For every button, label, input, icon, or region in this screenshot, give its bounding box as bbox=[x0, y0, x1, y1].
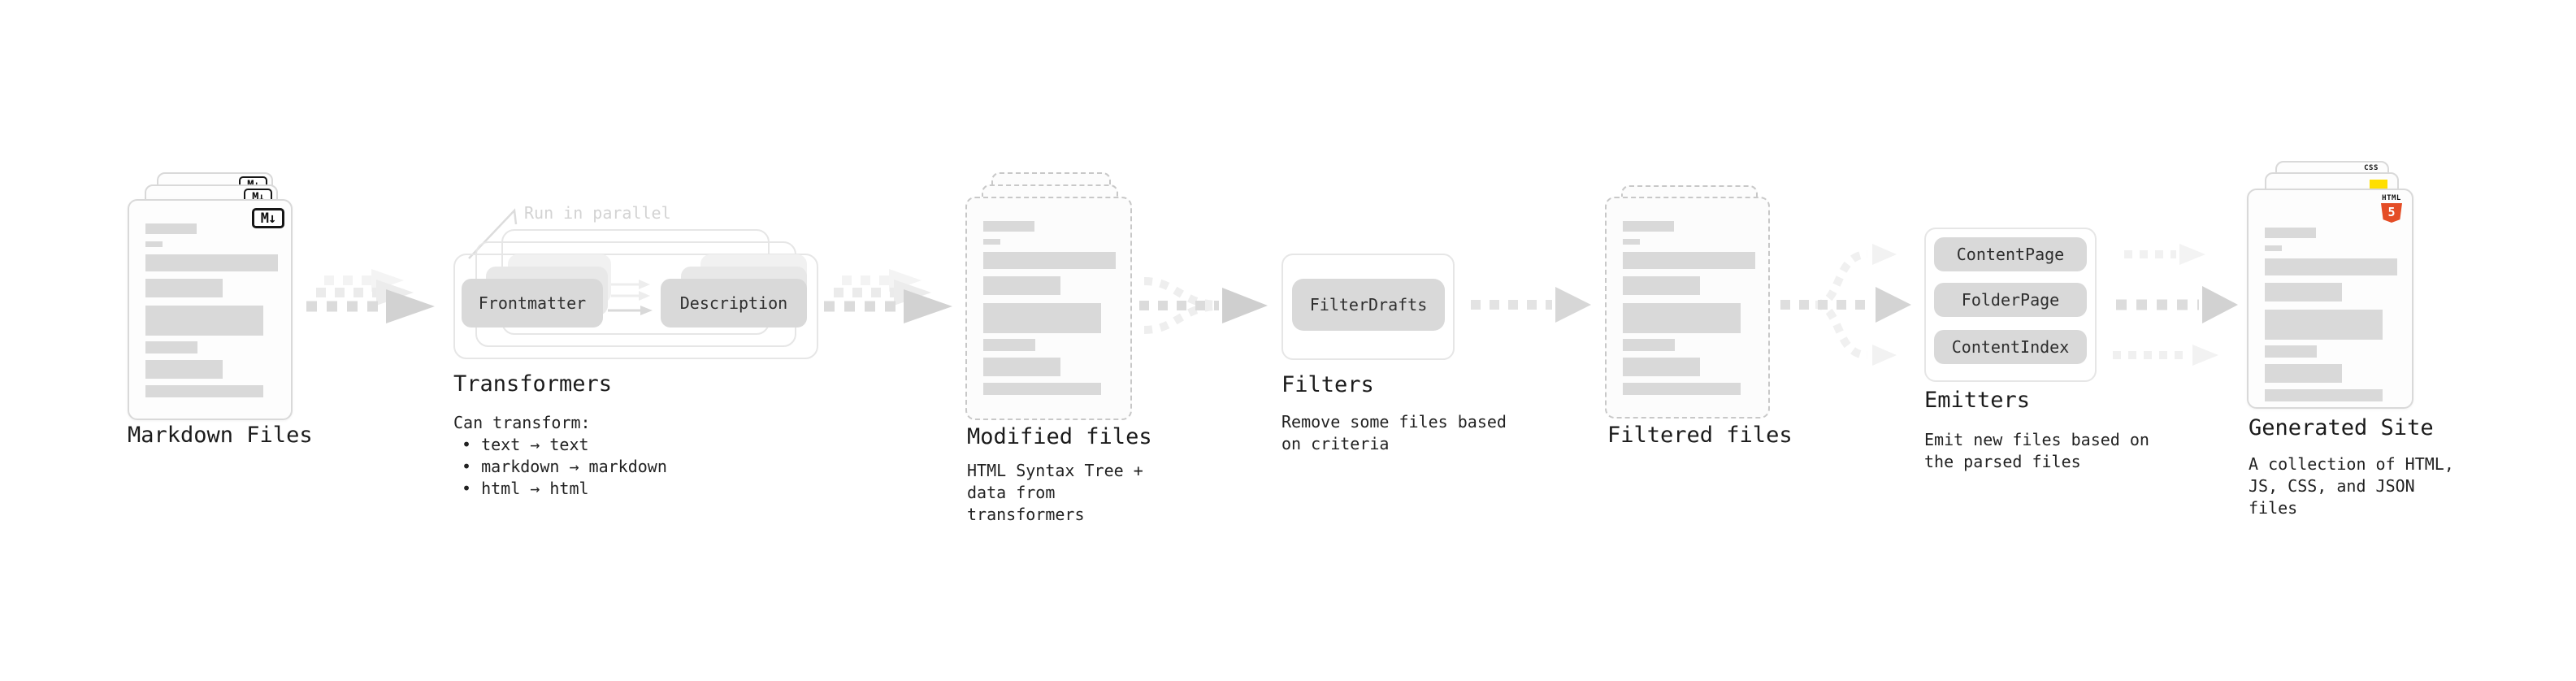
stage-title-modified-files: Modified files bbox=[967, 424, 1152, 449]
stage-markdown-files: M↓ M↓ M↓ Markdown Files bbox=[128, 172, 314, 465]
stage-title-filters: Filters bbox=[1281, 372, 1374, 397]
arrow-transformers-to-modified bbox=[824, 269, 952, 323]
stage-generated-site: CSS HTML 5 Generated Site A collection o… bbox=[2247, 161, 2458, 518]
stage-title-emitters: Emitters bbox=[1924, 388, 2031, 413]
stage-filtered-files: Filtered files bbox=[1605, 185, 1800, 478]
transformers-caption: Can transform: • text → text • markdown … bbox=[453, 412, 667, 500]
modified-file-card-front bbox=[965, 197, 1132, 420]
filters-caption: Remove some files based on criteria bbox=[1281, 412, 1507, 453]
emitters-caption: Emit new files based on the parsed files bbox=[1924, 430, 2149, 471]
arrow-filters-to-filtered bbox=[1471, 287, 1591, 323]
node-frontmatter: Frontmatter bbox=[462, 279, 603, 327]
stage-emitters: ContentPage FolderPage ContentIndex Emit… bbox=[1924, 228, 2160, 488]
doc-content-placeholder bbox=[983, 221, 1116, 402]
generated-site-caption: A collection of HTML, JS, CSS, and JSON … bbox=[2249, 454, 2454, 518]
node-filterdrafts: FilterDrafts bbox=[1292, 279, 1445, 331]
doc-content-placeholder bbox=[2265, 228, 2397, 409]
markdown-icon: M↓ bbox=[252, 208, 284, 228]
caption-heading: Can transform: bbox=[453, 413, 591, 432]
arrow-modified-to-filters bbox=[1139, 277, 1268, 334]
stage-title-markdown-files: Markdown Files bbox=[128, 423, 313, 448]
stage-title-filtered-files: Filtered files bbox=[1607, 423, 1793, 448]
arrow-markdown-to-transformers bbox=[306, 269, 435, 323]
arrow-filtered-to-emitters bbox=[1780, 244, 1911, 366]
generated-file-card-front: HTML 5 bbox=[2247, 189, 2413, 409]
node-contentpage: ContentPage bbox=[1934, 237, 2087, 271]
doc-content-placeholder bbox=[1623, 221, 1755, 402]
bullet-item: • html → html bbox=[462, 479, 589, 498]
bullet-item: • markdown → markdown bbox=[462, 457, 667, 476]
run-in-parallel-label: Run in parallel bbox=[524, 203, 671, 223]
node-description: Description bbox=[661, 279, 807, 327]
bullet-item: • text → text bbox=[462, 435, 589, 454]
doc-content-placeholder bbox=[145, 223, 278, 405]
markdown-file-card-front: M↓ bbox=[128, 199, 293, 420]
stage-title-generated-site: Generated Site bbox=[2249, 415, 2434, 440]
stage-title-transformers: Transformers bbox=[453, 371, 613, 397]
arrow-emitters-to-generated bbox=[2113, 244, 2238, 366]
js-icon bbox=[2370, 180, 2387, 189]
transformers-frame-front bbox=[453, 254, 818, 359]
html5-icon: HTML 5 bbox=[2379, 194, 2404, 223]
modified-files-caption: HTML Syntax Tree + data from transformer… bbox=[967, 461, 1143, 524]
stage-transformers: Run in parallel Frontmatter Description … bbox=[453, 203, 827, 512]
filtered-file-card-front bbox=[1605, 197, 1770, 419]
node-contentindex: ContentIndex bbox=[1934, 330, 2087, 364]
stage-modified-files: Modified files HTML Syntax Tree + data f… bbox=[965, 172, 1160, 524]
node-folderpage: FolderPage bbox=[1934, 283, 2087, 317]
parallel-arrows-icon bbox=[608, 280, 653, 315]
stage-filters: FilterDrafts Filters Remove some files b… bbox=[1281, 254, 1517, 481]
